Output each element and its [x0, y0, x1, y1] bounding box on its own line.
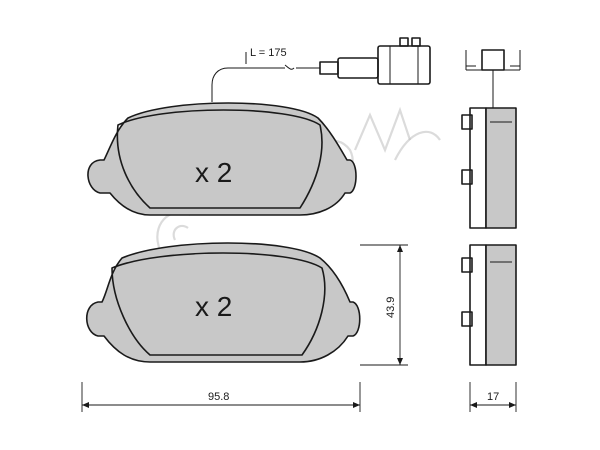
sensor-cable: [211, 67, 285, 102]
lower-pad: x 2: [85, 242, 361, 363]
width-label: 95.8: [208, 391, 229, 403]
lower-pad-body: [85, 242, 361, 363]
upper-pad: L = 175 x 2: [87, 37, 431, 216]
height-label: 43.9: [385, 297, 397, 318]
upper-pad-body: [87, 102, 357, 216]
width-dimension: 95.8: [81, 382, 361, 412]
cable-length-label: L = 175: [250, 47, 287, 59]
lower-pad-quantity: x 2: [195, 291, 232, 322]
lower-pad-side-view: [461, 244, 517, 366]
thickness-label: 17: [487, 391, 499, 403]
height-dimension: 43.9: [360, 244, 408, 366]
sensor-connector: [377, 45, 431, 85]
thickness-dimension: 17: [469, 382, 517, 412]
upper-pad-quantity: x 2: [195, 157, 232, 188]
upper-pad-side-view: [461, 49, 521, 229]
